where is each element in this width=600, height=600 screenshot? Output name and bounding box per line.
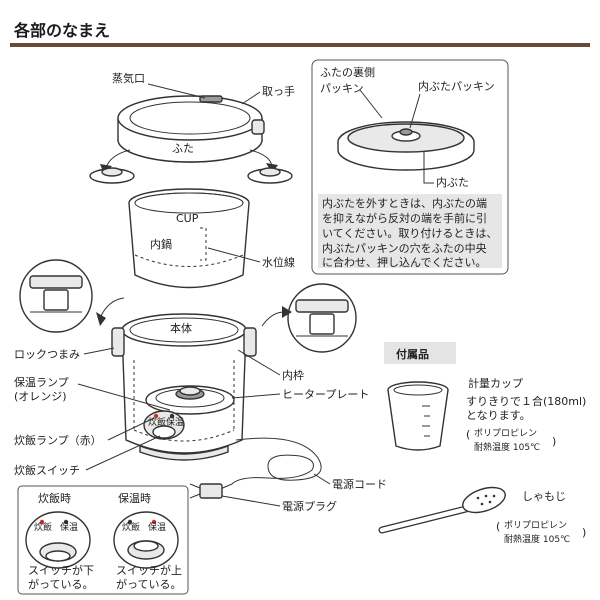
power-cord-label: 電源コード <box>332 477 387 491</box>
keep-warm-lamp-leader <box>77 383 171 411</box>
lock-detail-left <box>19 259 93 333</box>
measuring-cup-illustration <box>387 381 449 451</box>
note-line-2: を抑えながら反対の端を手前に引 <box>322 211 487 225</box>
lock-detail-right <box>287 283 357 353</box>
power-cord-leader <box>313 473 331 485</box>
lid-back-title: ふたの裏側 <box>320 65 375 79</box>
cook-lamp-leader <box>107 417 155 441</box>
inner-frame-leader <box>237 349 281 376</box>
inner-frame-label: 内枠 <box>282 368 304 382</box>
inner-pot-label: 内鍋 <box>150 237 172 251</box>
lid-removal-left <box>89 149 135 184</box>
lock-right-arrow <box>261 311 285 327</box>
lock-right-arrowhead <box>282 306 292 318</box>
mode-cooking-title: 炊飯時 <box>38 491 71 505</box>
panel-warm-label: 保温 <box>166 416 184 428</box>
note-line-1: 内ぶたを外すときは、内ぶたの端 <box>322 196 487 210</box>
heater-plate-leader <box>231 393 281 399</box>
mode-warming-title: 保温時 <box>118 491 151 505</box>
note-line-5: に合わせ、押し込んでください。 <box>322 255 486 269</box>
mode-cooking-desc2: がっている。 <box>28 577 93 591</box>
cook-switch-leader <box>85 435 161 471</box>
spatula-material2: 耐熱温度 105℃ <box>504 533 570 545</box>
mode-cooking-desc1: スイッチが下 <box>28 563 94 577</box>
mode-cooking-ind-warm: 保温 <box>60 521 78 533</box>
power-plug-icon <box>199 483 223 499</box>
heater-plate-label: ヒータープレート <box>282 388 369 401</box>
steam-vent-label: 蒸気口 <box>112 71 145 85</box>
cup-desc1: すりきりで１合(180ml) <box>466 394 586 408</box>
steam-vent-leader <box>147 83 206 99</box>
spatula-illustration <box>378 486 506 534</box>
keep-warm-lamp-label: 保温ランプ <box>14 375 69 389</box>
inner-packing-label: 内ぶたパッキン <box>418 79 495 93</box>
lock-knob-leader <box>83 347 115 355</box>
cup-label: CUP <box>176 212 199 225</box>
lid-removal-right <box>247 149 293 184</box>
water-line-label: 水位線 <box>262 255 295 269</box>
mode-cooking-ind-cook: 炊飯 <box>34 521 52 533</box>
main-body-illustration: 炊飯 保温 本体 <box>111 313 257 461</box>
cup-material2: 耐熱温度 105℃ <box>474 441 540 453</box>
cup-name: 計量カップ <box>468 376 523 390</box>
lid-back-note <box>318 194 502 268</box>
lid-label: ふた <box>172 142 194 155</box>
lock-knob-label: ロックつまみ <box>14 348 80 361</box>
power-plug-leader <box>221 495 281 507</box>
header-rule <box>10 43 590 47</box>
power-cord-illustration <box>189 437 322 499</box>
accessories-badge <box>384 342 456 364</box>
note-line-4: 内ぶたパッキンの穴をふたの中央 <box>322 241 487 255</box>
cook-lamp-label: 炊飯ランプ（赤） <box>14 433 102 447</box>
panel-cook-label: 炊飯 <box>148 416 166 428</box>
power-plug-label: 電源プラグ <box>282 499 337 513</box>
steam-vent-icon <box>199 95 223 103</box>
spatula-bracket-close: ) <box>582 526 586 539</box>
lock-left-arrow <box>99 297 125 319</box>
inner-pot-illustration: CUP 内鍋 <box>128 188 250 289</box>
mode-panel: 炊飯時 保温時 炊飯 保温 スイッチが下 がっている。 炊飯 保温 スイッチが上… <box>17 485 189 595</box>
handle-label: 取っ手 <box>262 84 295 98</box>
cup-material1: ポリプロピレン <box>474 428 537 439</box>
cook-switch-label: 炊飯スイッチ <box>14 463 80 477</box>
lock-left-arrowhead <box>96 312 106 326</box>
cup-bracket-close: ) <box>552 435 556 448</box>
lid-handle-icon <box>251 119 265 135</box>
spatula-material1: ポリプロピレン <box>504 520 567 531</box>
mode-warming-ind-warm: 保温 <box>148 521 166 533</box>
mode-warming-ind-cook: 炊飯 <box>122 521 140 533</box>
spatula-name: しゃもじ <box>522 490 566 503</box>
lid-illustration: ふた <box>117 95 265 163</box>
accessories-badge-label: 付属品 <box>396 347 429 361</box>
lid-back-panel: ふたの裏側 パッキン 内ぶたパッキン 内ぶた 内ぶたを外すときは、内ぶたの端 を… <box>311 59 509 275</box>
handle-leader <box>241 91 261 105</box>
page-title: 各部のなまえ <box>13 21 110 40</box>
mode-warming-desc2: がっている。 <box>116 577 181 591</box>
water-line-leader <box>207 247 261 263</box>
inner-lid-label: 内ぶた <box>436 175 469 189</box>
cup-desc2: となります。 <box>466 409 531 422</box>
body-label: 本体 <box>170 321 192 335</box>
spatula-bracket-open: ( <box>496 520 500 533</box>
note-line-3: いてください。取り付けるときは、 <box>322 227 497 240</box>
packing-label: パッキン <box>320 82 364 95</box>
mode-warming-desc1: スイッチが上 <box>116 563 182 577</box>
keep-warm-lamp-sub: (オレンジ) <box>14 390 67 403</box>
cup-bracket-open: ( <box>466 428 470 441</box>
